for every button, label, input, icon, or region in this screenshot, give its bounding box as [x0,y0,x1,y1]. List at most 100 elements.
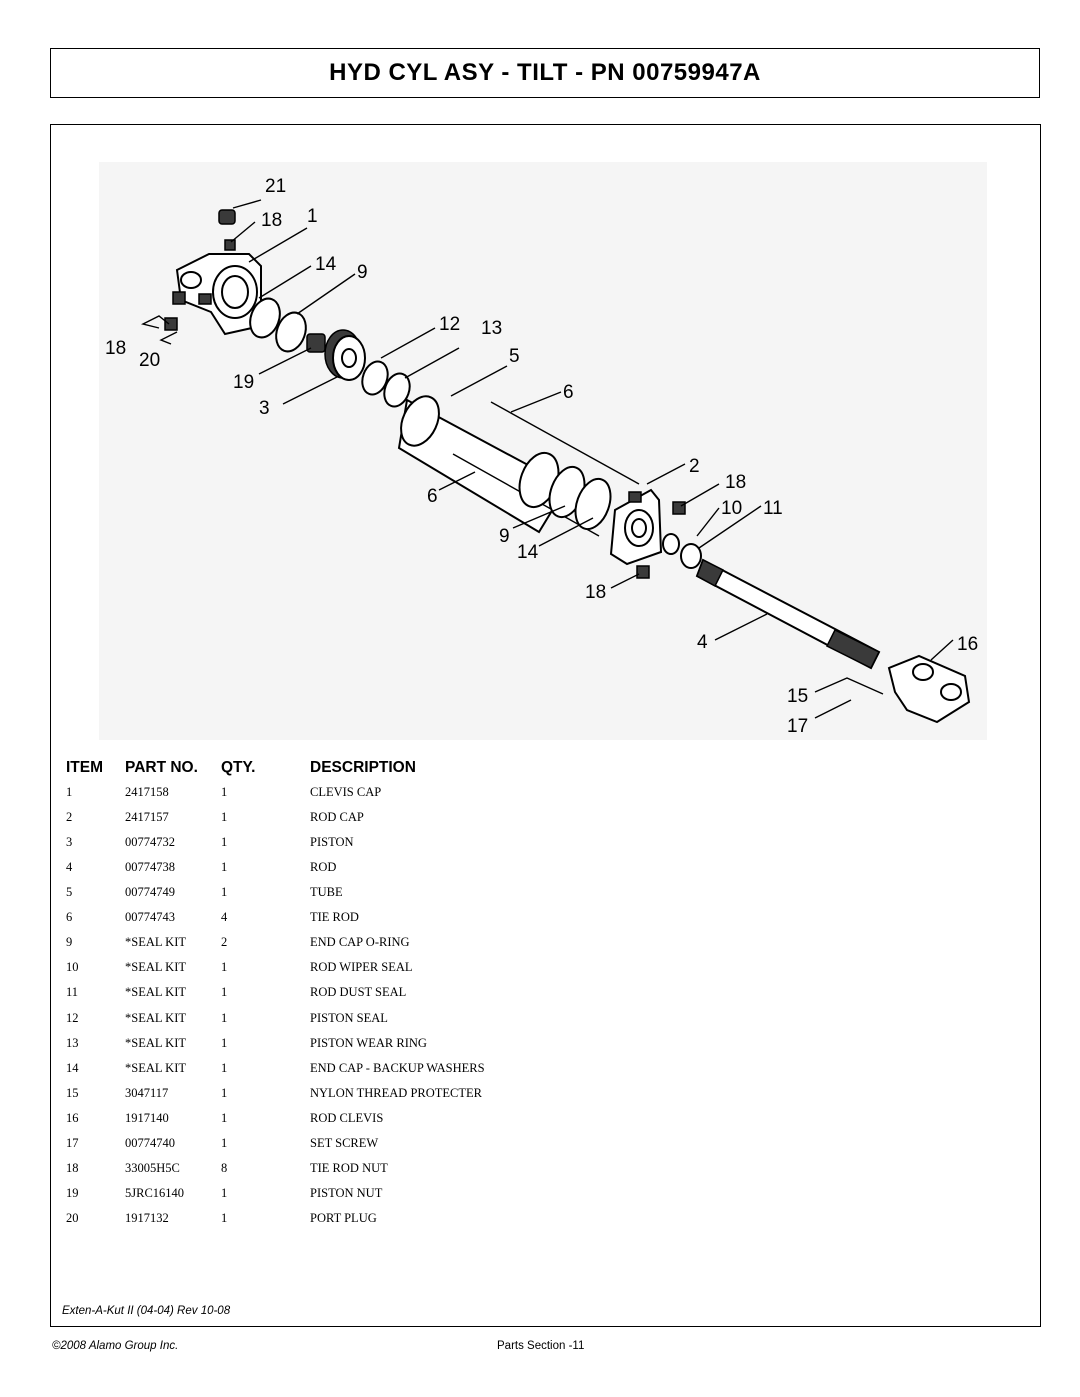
rod-clevis-part [887,654,971,724]
qty-cell: 1 [221,985,228,1000]
part-no-cell: *SEAL KIT [125,960,186,975]
rod-cap-part [609,488,663,566]
callout-label: 18 [585,582,606,603]
page-title: HYD CYL ASY - TILT - PN 00759947A [329,59,761,86]
qty-cell: 1 [221,885,228,900]
description-cell: PISTON NUT [310,1185,383,1200]
item-cell: 15 [66,1085,79,1100]
callout-label: 9 [499,526,510,547]
o-ring-part [249,297,281,339]
description-cell: END CAP - BACKUP WASHERS [310,1060,485,1075]
leader-lines [140,199,954,719]
item-cell: 6 [66,910,73,925]
header-description: DESCRIPTION [310,759,416,776]
exploded-parts-diagram: 21 18 1 14 9 18 20 12 13 5 19 3 6 2 18 1… [99,162,987,740]
description-cell: ROD CAP [310,810,364,825]
item-cell: 17 [66,1135,79,1150]
tie-rod-part [490,401,640,485]
page-number: Parts Section -11 [497,1340,585,1352]
part-no-cell: 00774732 [125,835,175,850]
qty-cell: 1 [221,1185,228,1200]
item-cell: 9 [66,935,73,950]
part-no-cell: 33005H5C [125,1160,180,1175]
item-cell: 13 [66,1035,79,1050]
item-cell: 10 [66,960,79,975]
callout-label: 16 [957,634,978,655]
qty-cell: 1 [221,785,228,799]
description-cell: TIE ROD [310,910,359,925]
table-row: 13 *SEAL KIT 1 PISTON WEAR RING [0,1032,1080,1057]
part-no-cell: 3047117 [125,1085,169,1100]
description-cell: PISTON [310,835,354,850]
callout-label: 17 [787,716,808,737]
callout-label: 6 [563,382,574,403]
description-cell: ROD [310,860,337,875]
qty-cell: 1 [221,1211,228,1226]
part-no-cell: 1917132 [125,1211,169,1226]
callout-label: 3 [259,398,270,419]
item-cell: 11 [66,985,79,1000]
part-no-cell: 00774749 [125,885,175,900]
callout-label: 14 [517,542,539,563]
qty-cell: 1 [221,1035,228,1050]
qty-cell: 1 [221,1010,228,1025]
part-no-cell: 1917140 [125,1110,169,1125]
callout-label: 14 [315,254,337,275]
rod-part [695,558,881,670]
table-row: 2 2417157 1 ROD CAP [0,806,1080,831]
callout-label: 12 [439,314,460,335]
part-no-cell: *SEAL KIT [125,1035,186,1050]
part-no-cell: *SEAL KIT [125,985,186,1000]
part-no-cell: 2417157 [125,810,169,825]
qty-cell: 1 [221,960,228,975]
callout-label: 21 [265,176,286,197]
description-cell: END CAP O-RING [310,935,410,950]
tie-rod-nut-part [672,501,686,515]
revision-note: Exten-A-Kut II (04-04) Rev 10-08 [62,1305,231,1317]
qty-cell: 2 [221,935,228,950]
rod-wiper-seal-part [662,533,680,555]
rod-dust-seal-part [680,543,702,569]
header-part-no: PART NO. [125,759,198,776]
callout-label: 20 [139,350,160,371]
copyright-note: ©2008 Alamo Group Inc. [52,1340,179,1352]
description-cell: SET SCREW [310,1135,379,1150]
part-no-cell: 00774738 [125,860,175,875]
tie-rod-nut-part [636,565,650,579]
callout-label: 10 [721,498,742,519]
callout-label: 4 [697,632,708,653]
qty-cell: 1 [221,810,228,825]
item-cell: 2 [66,810,73,825]
part-no-cell: *SEAL KIT [125,1060,186,1075]
description-cell: PISTON WEAR RING [310,1035,427,1050]
piston-part [306,329,366,381]
qty-cell: 1 [221,1085,228,1100]
piston-seal-part [361,360,389,396]
callout-labels: 21 18 1 14 9 18 20 12 13 5 19 3 6 2 18 1… [105,176,978,737]
callout-label: 18 [105,338,126,359]
header-qty: QTY. [221,759,256,776]
qty-cell: 4 [221,910,228,925]
item-cell: 18 [66,1160,79,1175]
description-cell: TUBE [310,885,343,900]
callout-label: 2 [689,456,700,477]
qty-cell: 1 [221,1060,228,1075]
callout-label: 5 [509,346,520,367]
callout-label: 9 [357,262,368,283]
qty-cell: 8 [221,1160,228,1175]
header-item: ITEM [66,759,104,776]
part-no-cell: 00774740 [125,1135,175,1150]
